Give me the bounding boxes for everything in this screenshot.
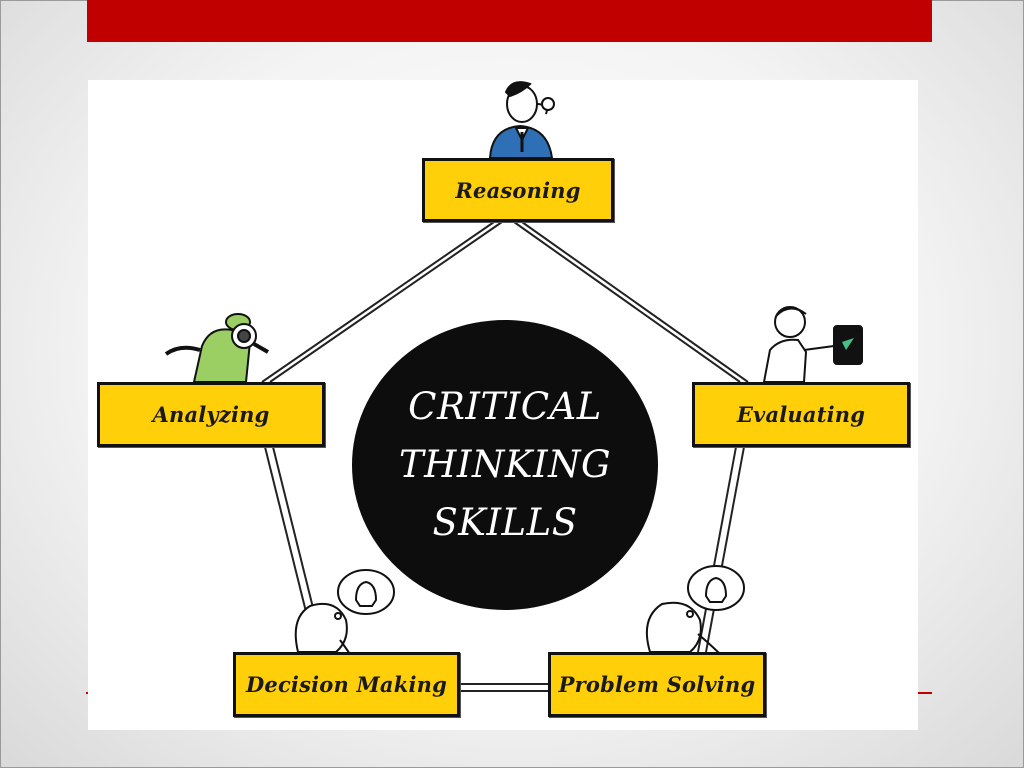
node-problem-solving: Problem Solving	[548, 652, 766, 717]
thinking-man-icon	[488, 81, 555, 159]
title-bar	[87, 0, 932, 42]
node-analyzing: Analyzing	[97, 382, 325, 447]
detective-magnifier-icon	[164, 313, 269, 383]
node-reasoning: Reasoning	[422, 158, 614, 222]
center-circle: CRITICAL THINKING SKILLS	[352, 320, 658, 610]
node-decision-making: Decision Making	[233, 652, 460, 717]
thinking-head-lightbulb-icon	[646, 565, 745, 655]
node-evaluating: Evaluating	[692, 382, 910, 447]
center-title-line-2: THINKING	[398, 443, 612, 486]
center-title-line-3: SKILLS	[432, 501, 578, 544]
person-with-tablet-icon	[762, 306, 863, 383]
thinking-head-lightbulb-icon	[294, 569, 395, 669]
bottom-rule-right	[912, 692, 932, 694]
center-title-line-1: CRITICAL	[408, 385, 602, 428]
